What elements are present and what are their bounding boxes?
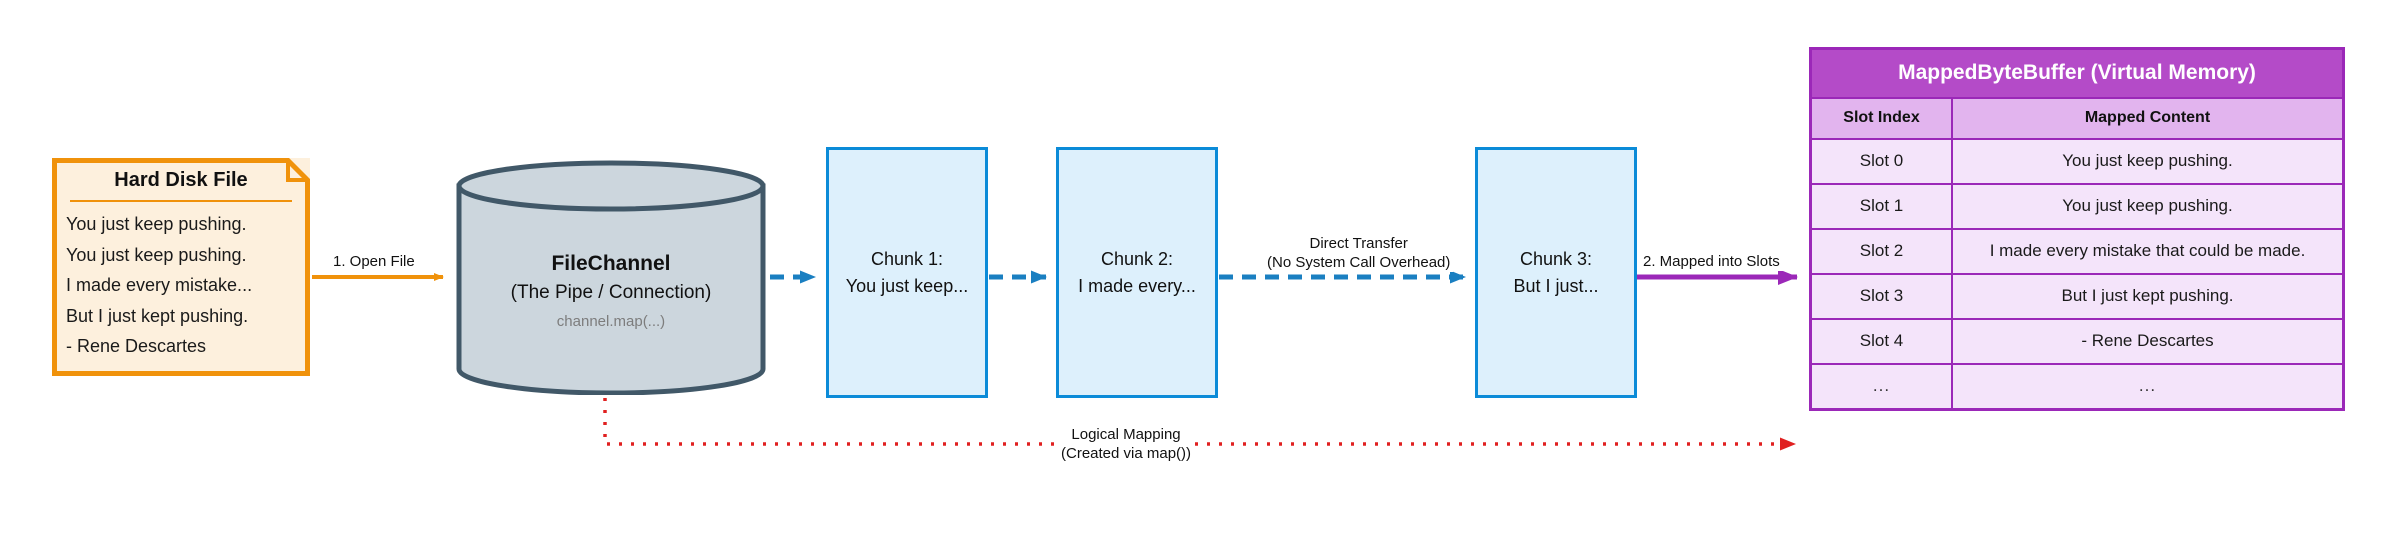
note-shape-icon xyxy=(52,158,310,376)
cylinder-title: FileChannel xyxy=(551,252,671,275)
edge-label-logical-mapping: Logical Mapping (Created via map()) xyxy=(1058,425,1195,463)
slot-table: Slot Index Mapped Content Slot 0 You jus… xyxy=(1812,99,2342,408)
note-line: You just keep pushing. xyxy=(66,244,247,265)
chunk-box-2: Chunk 2: I made every... xyxy=(1056,147,1218,398)
cylinder-code: channel.map(...) xyxy=(556,313,666,330)
cell-slot-index: Slot 0 xyxy=(1812,138,1953,185)
table-header-row: Slot Index Mapped Content xyxy=(1812,99,2342,140)
note-line: You just keep pushing. xyxy=(66,214,247,234)
chunk-label: Chunk 1: xyxy=(870,248,944,269)
hard-disk-file-note: Hard Disk File You just keep pushing. Yo… xyxy=(52,158,310,376)
cell-slot-index: Slot 4 xyxy=(1812,318,1953,365)
table-row: Slot 1 You just keep pushing. xyxy=(1812,183,2342,230)
note-line: But I just kept pushing. xyxy=(66,305,249,326)
table-row: Slot 3 But I just kept pushing. xyxy=(1812,273,2342,320)
chunk-text: Chunk 1: You just keep... xyxy=(846,246,968,300)
arrow-logical-mapping xyxy=(603,398,1796,451)
edge-label-open-file: 1. Open File xyxy=(330,252,418,271)
cell-mapped-content: ... xyxy=(1951,363,2342,408)
edge-label-direct-transfer: Direct Transfer (No System Call Overhead… xyxy=(1264,234,1454,272)
chunk-content: You just keep... xyxy=(845,275,969,296)
edge-label-logical-mapping-line2: (Created via map()) xyxy=(1061,445,1192,462)
table-title: MappedByteBuffer (Virtual Memory) xyxy=(1812,50,2342,99)
cell-mapped-content: But I just kept pushing. xyxy=(1951,273,2342,320)
cell-mapped-content: You just keep pushing. xyxy=(1951,138,2342,185)
chunk-box-1: Chunk 1: You just keep... xyxy=(826,147,988,398)
cylinder-shape-icon xyxy=(456,160,766,395)
chunk-label: Chunk 2: xyxy=(1100,248,1174,269)
note-line: I made every mistake... xyxy=(66,275,253,295)
cell-slot-index: Slot 2 xyxy=(1812,228,1953,275)
table-row: Slot 2 I made every mistake that could b… xyxy=(1812,228,2342,275)
mappedbytebuffer-table: MappedByteBuffer (Virtual Memory) Slot I… xyxy=(1809,47,2345,411)
column-header-slot-index: Slot Index xyxy=(1812,99,1953,140)
chunk-text: Chunk 3: But I just... xyxy=(1513,246,1598,300)
chunk-text: Chunk 2: I made every... xyxy=(1078,246,1196,300)
note-line: - Rene Descartes xyxy=(66,336,207,356)
chunk-label: Chunk 3: xyxy=(1519,248,1593,269)
table-row: ... ... xyxy=(1812,363,2342,408)
cylinder-subtitle: (The Pipe / Connection) xyxy=(510,282,712,303)
filechannel-cylinder: FileChannel (The Pipe / Connection) chan… xyxy=(456,160,766,395)
cell-mapped-content: You just keep pushing. xyxy=(1951,183,2342,230)
chunk-content: I made every... xyxy=(1078,275,1196,296)
cell-slot-index: Slot 1 xyxy=(1812,183,1953,230)
note-title: Hard Disk File xyxy=(70,167,292,202)
edge-label-direct-transfer-line2: (No System Call Overhead) xyxy=(1267,254,1451,271)
edge-label-direct-transfer-line1: Direct Transfer xyxy=(1309,235,1408,252)
cell-slot-index: ... xyxy=(1812,363,1953,408)
table-row: Slot 0 You just keep pushing. xyxy=(1812,138,2342,185)
chunk-content: But I just... xyxy=(1513,275,1599,296)
cell-mapped-content: I made every mistake that could be made. xyxy=(1951,228,2342,275)
column-header-mapped-content: Mapped Content xyxy=(1951,99,2342,140)
table-row: Slot 4 - Rene Descartes xyxy=(1812,318,2342,365)
chunk-box-3: Chunk 3: But I just... xyxy=(1475,147,1637,398)
edge-label-mapped-into-slots: 2. Mapped into Slots xyxy=(1640,252,1783,271)
cell-mapped-content: - Rene Descartes xyxy=(1951,318,2342,365)
cell-slot-index: Slot 3 xyxy=(1812,273,1953,320)
edge-label-logical-mapping-line1: Logical Mapping xyxy=(1071,426,1181,443)
